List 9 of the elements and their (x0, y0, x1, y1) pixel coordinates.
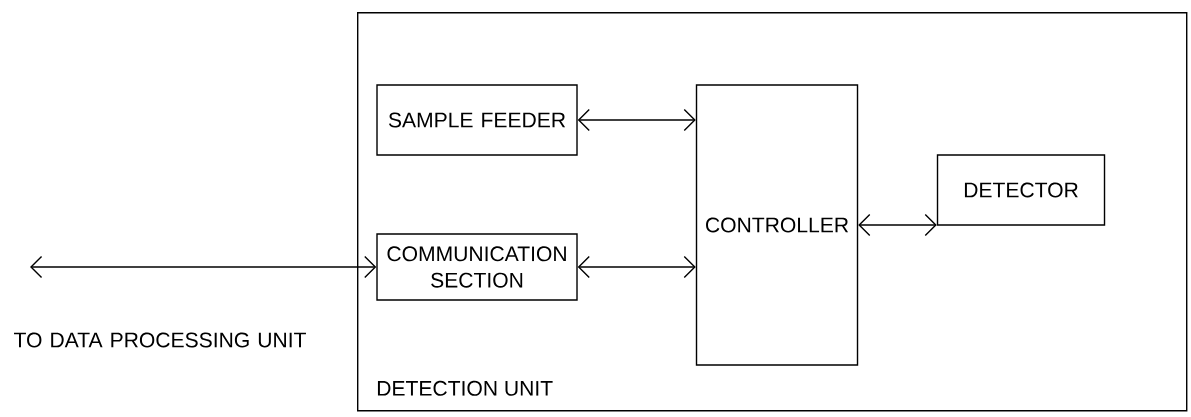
block-box: CONTROLLER (695, 84, 859, 366)
arrow (858, 213, 937, 237)
block-box: COMMUNICATION SECTION (376, 233, 578, 301)
arrow (577, 255, 696, 279)
arrow (30, 255, 377, 279)
block-box: DETECTOR (936, 154, 1106, 226)
edge-label: TO DATA PROCESSING UNIT (14, 332, 306, 348)
block-box: SAMPLE FEEDER (376, 84, 578, 156)
arrow (577, 108, 696, 132)
